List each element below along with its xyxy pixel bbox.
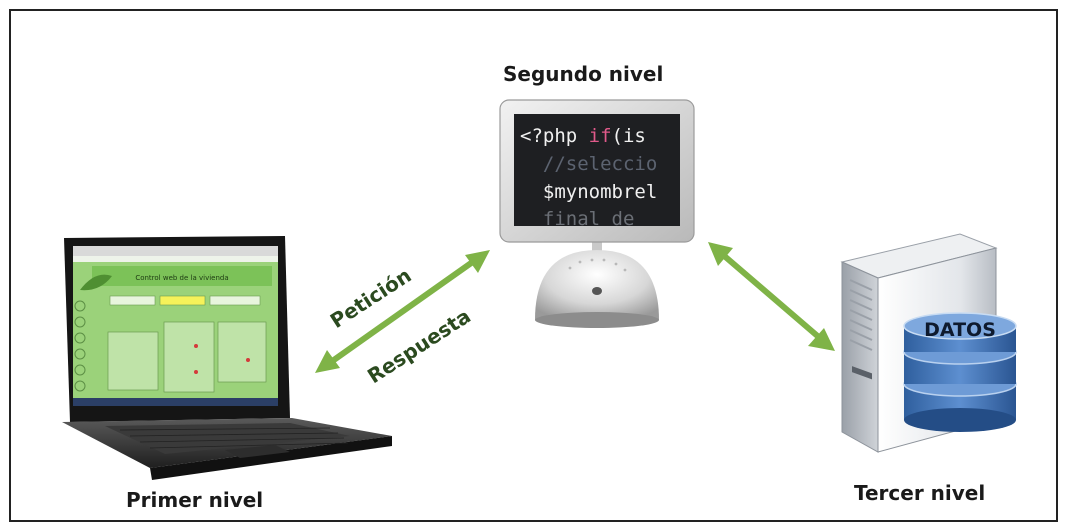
first-level-label: Primer nivel (126, 488, 264, 512)
leaf-logo-icon (80, 274, 112, 291)
database-server-icon: DATOS (840, 233, 1017, 453)
svg-text:$mynombrel: $mynombrel (520, 181, 657, 203)
second-level-label: Segundo nivel (503, 62, 664, 86)
database-cylinder-icon (903, 312, 1017, 432)
code-screen (514, 114, 680, 226)
third-level-label: Tercer nivel (854, 481, 986, 505)
svg-text://seleccio: //seleccio (520, 153, 657, 175)
request-response-arrow (315, 250, 490, 373)
laptop-icon: Control web de la vivienda (62, 236, 392, 480)
svg-text:<?php if(is: <?php if(is (520, 125, 646, 147)
server-database-arrow (708, 242, 835, 351)
laptop-screen-title: Control web de la vivienda (135, 274, 228, 282)
svg-text:final de: final de (520, 208, 634, 230)
database-label: DATOS (924, 319, 996, 341)
server-monitor-icon: <?php if(is //seleccio $mynombrel final … (499, 99, 695, 328)
